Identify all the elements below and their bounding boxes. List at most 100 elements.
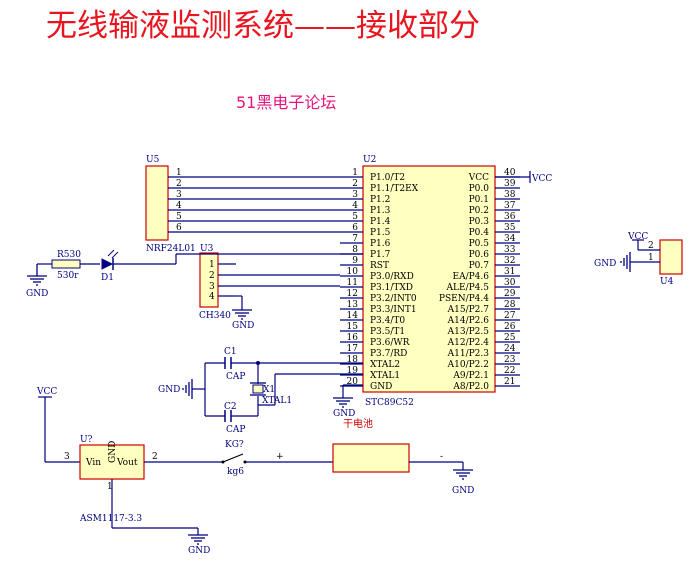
u5-pin-num: 6 — [176, 223, 182, 233]
u5-pin-num: 3 — [176, 190, 182, 200]
u2-left-pin-name: P3.5/T1 — [370, 327, 405, 337]
reg-ref: U? — [80, 435, 93, 445]
u3-pin-num: 2 — [209, 271, 215, 281]
u3-body — [199, 252, 219, 308]
led-indicator: GND R530 530r D1 — [26, 249, 363, 299]
u2-left-pin-num: 11 — [347, 278, 358, 288]
u2-left-pin-name: XTAL1 — [370, 371, 400, 381]
reg-pin-gnd: 1 — [107, 482, 113, 492]
u2-left-pin-num: 17 — [347, 344, 359, 354]
u2-right-pin-name: EA/P4.6 — [453, 272, 490, 282]
u2-right-pin-name: A13/P2.5 — [447, 327, 490, 337]
u2-right-pin-num: 29 — [504, 289, 516, 299]
u5-body — [145, 165, 169, 241]
u2-right-pin-name: P0.5 — [469, 239, 490, 249]
u3-pin-num: 3 — [209, 282, 215, 292]
u2-left-pin-name: P1.6 — [370, 239, 391, 249]
u2-left-pin-name: XTAL2 — [370, 360, 400, 370]
u2-left-pin-name: P1.2 — [370, 195, 390, 205]
crystal-gnd-label: GND — [158, 385, 180, 395]
u2-right-pin-num: 24 — [504, 344, 516, 354]
u2-right-pin-name: A8/P2.0 — [452, 382, 489, 392]
gnd-symbol-led — [27, 264, 47, 286]
u2-gnd-label: GND — [333, 409, 355, 419]
u5-pin-num: 5 — [176, 212, 182, 222]
u2-right-pin-name: PSEN/P4.4 — [439, 294, 489, 304]
c2-ref: C2 — [224, 402, 237, 412]
u2-right-pins: 40VCC39P0.038P0.137P0.236P0.335P0.434P0.… — [439, 168, 520, 392]
u2-left-pin-num: 6 — [352, 223, 358, 233]
r530-value: 530r — [57, 271, 79, 281]
u2-left-pin-name: P1.7 — [370, 250, 391, 260]
u2-right-pin-name: P0.3 — [469, 217, 490, 227]
reg-vout: Vout — [116, 458, 138, 468]
reg-gnd-pin-label: GND — [108, 441, 118, 463]
u2-left-pin-num: 2 — [352, 179, 358, 189]
u4-ref: U4 — [660, 277, 674, 287]
u3-pin-num: 4 — [209, 292, 215, 302]
r530-resistor — [51, 259, 81, 269]
u2-left-pin-num: 15 — [347, 322, 359, 332]
x1-crystal — [252, 384, 264, 394]
u2-right-pin-num: 40 — [504, 168, 516, 178]
u2-right-pin-num: 39 — [504, 179, 516, 189]
u2-vcc-label: VCC — [531, 174, 552, 184]
kg-value: kg6 — [227, 467, 244, 477]
x1-value: XTAL1 — [262, 396, 292, 406]
u2-left-pin-name: P3.1/TXD — [370, 283, 413, 293]
u2-right-pin-num: 21 — [504, 377, 515, 387]
x1-ref: X1 — [263, 385, 275, 395]
u2-left-pin-name: RST — [370, 261, 389, 271]
u2-left-pin-name: P3.2/INT0 — [370, 294, 417, 304]
u2-right-pin-name: VCC — [468, 173, 489, 183]
u5-pin-num: 4 — [176, 201, 182, 211]
u2-left-pin-num: 7 — [352, 234, 358, 244]
battery-plus: + — [276, 452, 284, 462]
u2-left-pin-num: 5 — [352, 212, 358, 222]
led-gnd-label: GND — [26, 289, 48, 299]
battery-gnd-label: GND — [452, 486, 474, 496]
u2-right-pin-name: A9/P2.1 — [452, 371, 489, 381]
u2-left-pin-name: P1.4 — [370, 217, 391, 227]
u2-left-pin-num: 12 — [347, 289, 358, 299]
u3-ref: U3 — [200, 244, 214, 254]
u2-right-pin-num: 35 — [504, 223, 516, 233]
u2-left-pin-name: P3.4/T0 — [370, 316, 405, 326]
u2-left-pin-name: P3.6/WR — [370, 338, 410, 348]
u2-part: STC89C52 — [365, 398, 414, 408]
u2-right-pin-num: 30 — [504, 278, 516, 288]
power-section: VCC 3 U? Vin Vout GND ASM1117-3.3 1 GND … — [36, 387, 474, 556]
u2-left-pin-name: P1.0/T2 — [370, 173, 405, 183]
u2-right-pin-name: A12/P2.4 — [447, 338, 490, 348]
u2-left-pin-num: 3 — [352, 190, 358, 200]
u2-left-pin-num: 19 — [347, 366, 359, 376]
u5-part: NRF24L01 — [146, 244, 196, 254]
schematic-title: 无线输液监测系统——接收部分 — [46, 8, 480, 44]
c1-value: CAP — [226, 372, 245, 382]
d1-led — [101, 249, 119, 270]
u2-left-pin-num: 4 — [352, 201, 358, 211]
u3-gnd-symbol — [232, 309, 252, 320]
u5-pin-num: 2 — [176, 179, 182, 189]
asm1117-regulator — [79, 444, 145, 480]
u4-vcc-label: VCC — [627, 232, 648, 242]
u2-right-pin-name: P0.1 — [469, 195, 489, 205]
c2-value: CAP — [226, 425, 245, 435]
u5-ref: U5 — [146, 155, 160, 165]
kg-ref: KG? — [225, 440, 244, 450]
reg-vin: Vin — [85, 458, 101, 468]
u2-right-pin-name: A11/P2.3 — [447, 349, 490, 359]
u2-left-pin-name: P3.3/INT1 — [370, 305, 417, 315]
battery-label: 干电池 — [343, 417, 373, 430]
battery-minus: - — [440, 452, 443, 462]
reg-part: ASM1117-3.3 — [79, 514, 142, 524]
u2-left-pin-num: 8 — [352, 245, 358, 255]
battery-gnd-symbol — [453, 469, 473, 480]
u2-left-pin-num: 16 — [347, 333, 359, 343]
u2-right-pin-num: 26 — [504, 322, 516, 332]
u4-body — [659, 239, 683, 275]
u5-pin-num: 1 — [176, 168, 182, 178]
